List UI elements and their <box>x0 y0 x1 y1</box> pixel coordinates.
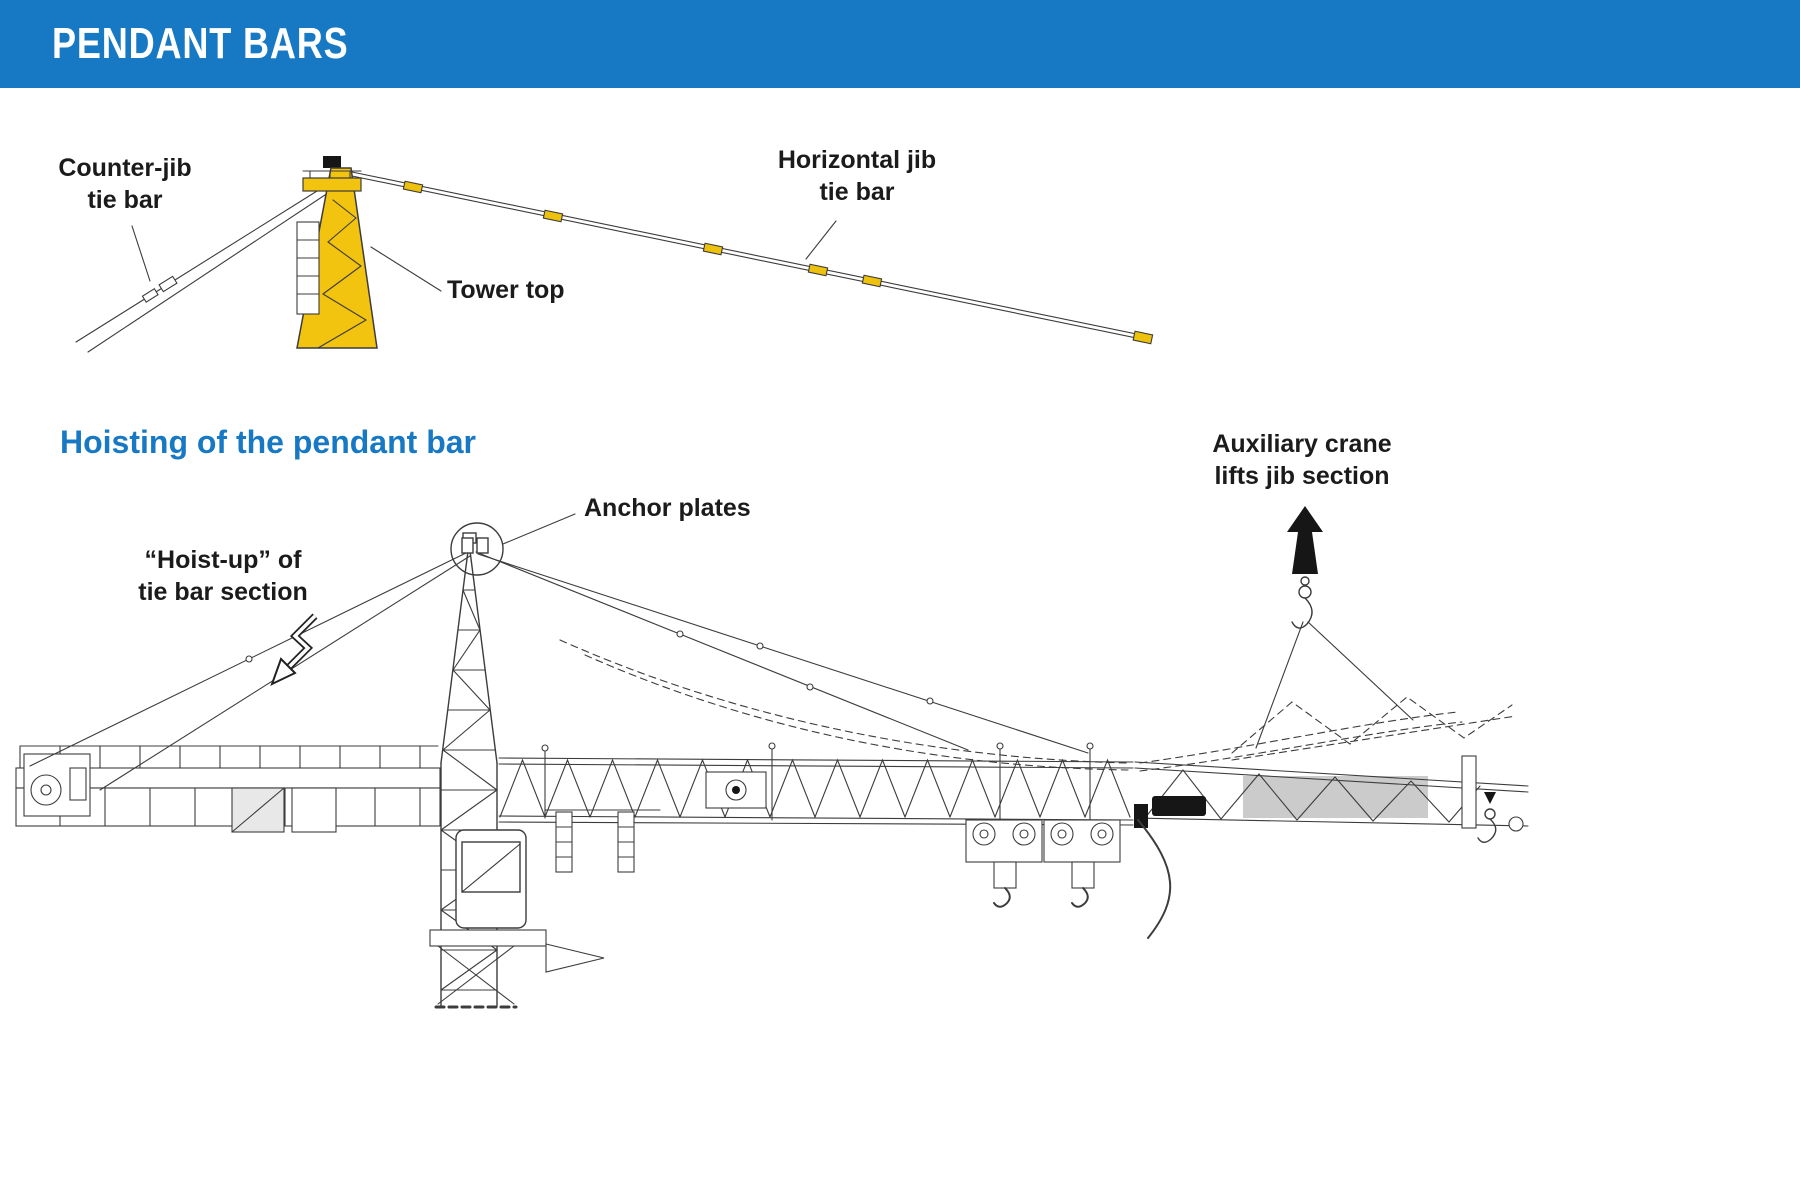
auxiliary-crane-hook <box>1255 506 1414 749</box>
down-arrow-icon <box>1484 792 1496 804</box>
tie-bar-connectors <box>402 180 1154 345</box>
page-title: PENDANT BARS <box>52 19 349 68</box>
anchor-plates-leader-line <box>502 513 576 545</box>
label-anchor-plates: Anchor plates <box>584 494 751 522</box>
header-banner: PENDANT BARS <box>0 0 1800 88</box>
section-hook-and-arrow <box>1477 792 1497 843</box>
top-leader-lines <box>131 220 837 292</box>
top-diagram <box>75 156 1154 353</box>
label-horizontal-jib-tie-bar: Horizontal jib tie bar <box>777 146 937 206</box>
horizontal-jib-tie-bar <box>351 171 1154 345</box>
counter-jib-winch <box>23 753 91 817</box>
hook-icon <box>1477 818 1497 843</box>
anchor-plates-marker <box>450 522 504 576</box>
lifted-jib-section <box>1134 755 1529 832</box>
trolley-hoist-assemblies <box>965 819 1121 908</box>
jib-truss <box>498 742 1134 826</box>
jib-section-dashed-outline <box>1231 696 1517 761</box>
up-arrow-icon <box>1287 506 1323 574</box>
right-pendant-bars <box>475 551 1089 754</box>
label-tower-top: Tower top <box>447 276 565 304</box>
hoist-rope-curve <box>1137 819 1172 939</box>
tower-top-cage <box>296 221 320 315</box>
counter-jib <box>15 745 441 833</box>
label-hoist-up: “Hoist-up” of tie bar section <box>138 546 308 606</box>
tower-base <box>429 929 605 1009</box>
hoist-up-arrow-icon <box>270 613 318 686</box>
tower-top-structure <box>296 156 378 349</box>
bottom-diagram <box>15 506 1529 1009</box>
counterweight-blocks <box>231 787 337 833</box>
hoisted-pendant-bars-dashed <box>559 639 1463 772</box>
jib-winch-box <box>705 771 767 809</box>
operator-cab <box>455 829 527 929</box>
pendant-bar-bundle <box>1152 796 1206 816</box>
crane-hook-icon <box>1291 597 1313 629</box>
tower-platforms <box>544 809 661 873</box>
label-counter-jib-tie-bar: Counter-jib tie bar <box>58 154 192 214</box>
counter-jib-tie-bar <box>75 180 338 353</box>
section-heading: Hoisting of the pendant bar <box>60 424 476 460</box>
label-aux-crane: Auxiliary crane lifts jib section <box>1212 430 1392 490</box>
